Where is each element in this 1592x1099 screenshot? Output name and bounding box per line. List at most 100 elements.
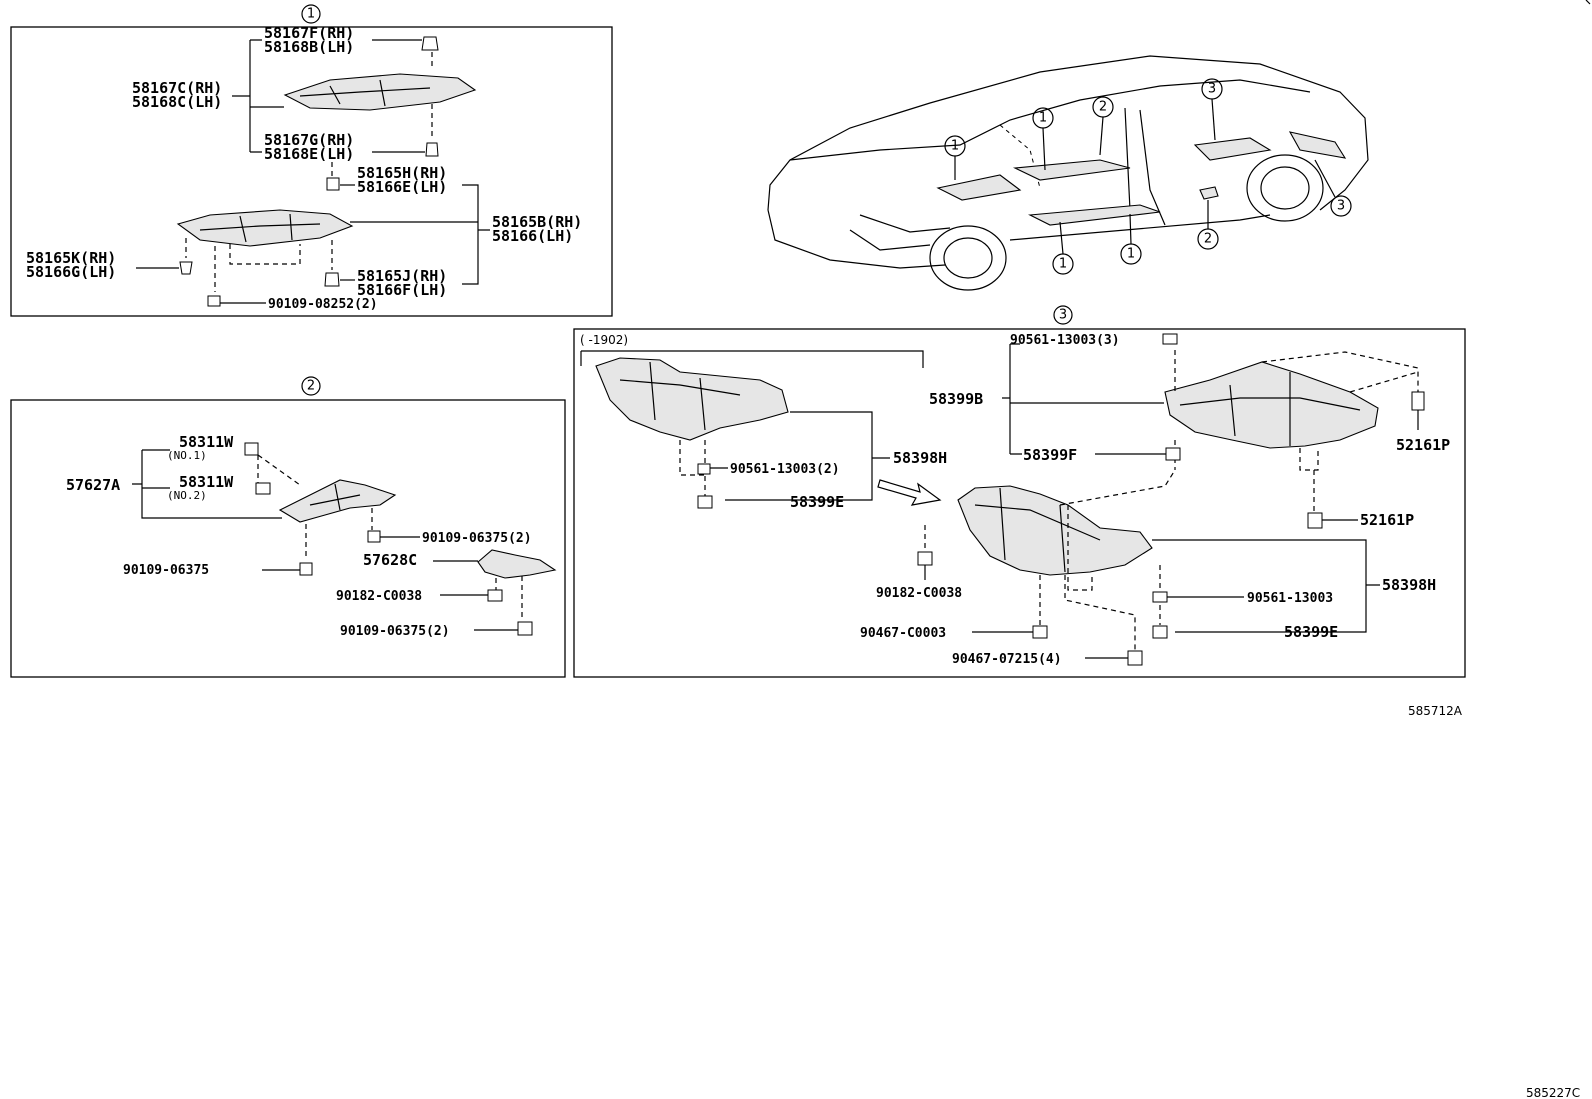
label-58166G: 58166G(LH)	[26, 263, 116, 281]
bolt-90109-06375-2b	[517, 621, 533, 636]
bracket-58399B	[1002, 343, 1164, 455]
nut-90561-13003-3	[1162, 333, 1178, 345]
label-58311W-1: 58311W	[179, 433, 234, 451]
label-90561-13003-3: 90561-13003(3)	[1010, 333, 1120, 348]
label-90182-C0038-p3: 90182-C0038	[876, 586, 962, 601]
front-wheel	[929, 225, 1007, 291]
label-58311W-2: 58311W	[179, 473, 234, 491]
bracket-57627A	[132, 449, 282, 519]
panel-1-marker-label: 1	[307, 7, 315, 22]
label-58399E-a: 58399E	[790, 493, 844, 511]
figure-id: 585712A	[1408, 704, 1463, 718]
label-90561-13003: 90561-13003	[1247, 591, 1333, 606]
label-58168E: 58168E(LH)	[264, 145, 354, 163]
label-58165H: 58165H(RH)	[357, 164, 447, 182]
clip-58167G	[425, 142, 439, 157]
cover-58165B	[176, 209, 354, 247]
label-58167F: 58167F(RH)	[264, 24, 354, 42]
bracket-58398H-a	[725, 411, 890, 501]
clip-58311W-1	[244, 442, 259, 456]
clip-90467-07215	[1127, 650, 1143, 666]
nut-90182-C0038-p3	[917, 551, 933, 566]
cover-58399B	[1164, 361, 1379, 449]
label-58398H-b: 58398H	[1382, 576, 1436, 594]
nut-58399F	[1165, 447, 1181, 461]
guard-57628C	[477, 549, 557, 579]
panel-1-frame	[10, 26, 613, 317]
label-58168B: 58168B(LH)	[264, 38, 354, 56]
panel-2-frame	[10, 399, 566, 678]
label-90109-08252: 90109-08252(2)	[268, 297, 378, 312]
cover-58398H-early	[595, 357, 789, 441]
svg-text:1: 1	[1127, 247, 1135, 262]
corner-code: 585227C	[1526, 1086, 1580, 1099]
nut-58399E-b	[1152, 625, 1168, 639]
label-90182-C0038: 90182-C0038	[336, 589, 422, 604]
clip-52161P-a	[1411, 391, 1425, 411]
label-90109-06375-2b: 90109-06375(2)	[340, 624, 450, 639]
label-58166E: 58166E(LH)	[357, 178, 447, 196]
label-58399E-b: 58399E	[1284, 623, 1338, 641]
bracket-58165B	[350, 184, 490, 285]
label-58399B: 58399B	[929, 390, 983, 408]
nut-90561-13003-2	[697, 463, 711, 475]
svg-text:2: 2	[307, 379, 315, 394]
direction-arrow	[877, 479, 942, 506]
label-90109-06375-2a: 90109-06375(2)	[422, 531, 532, 546]
cover-58167C	[283, 73, 477, 111]
label-90109-06375: 90109-06375	[123, 563, 209, 578]
label-57628C: 57628C	[363, 551, 417, 569]
clip-90467-C0003	[1032, 625, 1048, 639]
label-no1: (NO.1)	[167, 449, 207, 462]
bracket-58398H-b	[1152, 539, 1380, 633]
nut-58399E-a	[697, 495, 713, 509]
svg-text:3: 3	[1337, 199, 1345, 214]
label-90561-13003-2: 90561-13003(2)	[730, 462, 840, 477]
bracket-1902	[580, 350, 924, 368]
svg-text:2: 2	[1204, 232, 1212, 247]
svg-text:1: 1	[1039, 111, 1047, 126]
clip-58167F	[421, 36, 439, 51]
label-bracket-1902: ( -1902)	[580, 333, 628, 347]
clip-58165H	[326, 177, 340, 191]
nut-90561-13003	[1152, 591, 1168, 603]
svg-text:1: 1	[1059, 257, 1067, 272]
label-58165J: 58165J(RH)	[357, 267, 447, 285]
clip-52161P-b	[1307, 512, 1323, 529]
panel-2-marker	[301, 376, 321, 396]
bolt-90109-08252	[207, 295, 221, 307]
label-52161P-b: 52161P	[1360, 511, 1414, 529]
svg-text:3: 3	[1208, 82, 1216, 97]
label-57627A: 57627A	[66, 476, 120, 494]
label-58398H-a: 58398H	[893, 449, 947, 467]
label-58167G: 58167G(RH)	[264, 131, 354, 149]
leader-clips-top	[372, 39, 425, 153]
label-58399F: 58399F	[1023, 446, 1077, 464]
label-58166: 58166(LH)	[492, 227, 573, 245]
panel-1-marker	[301, 4, 321, 24]
svg-text:2: 2	[1099, 100, 1107, 115]
svg-text:3: 3	[1059, 308, 1067, 323]
cover-58398H-late	[957, 485, 1153, 576]
nut-90182-C0038	[487, 589, 503, 602]
label-58165K: 58165K(RH)	[26, 249, 116, 267]
car-overview: 1 1 2 3 3 1 1 2	[767, 55, 1369, 291]
clip-58311W-2	[255, 482, 271, 495]
panel-2: 2 57627A 58311W (NO.1) 58311W (NO.2) 901…	[10, 376, 566, 678]
svg-text:1: 1	[951, 139, 959, 154]
clip-58165K	[179, 261, 193, 275]
label-no2: (NO.2)	[167, 489, 207, 502]
label-90467-07215: 90467-07215(4)	[952, 652, 1062, 667]
guard-57627A	[278, 479, 397, 523]
panel-3-marker	[1053, 305, 1073, 325]
label-58168C: 58168C(LH)	[132, 93, 222, 111]
label-58167C: 58167C(RH)	[132, 79, 222, 97]
bolt-90109-06375	[299, 562, 313, 576]
bolt-90109-06375-2a	[367, 530, 381, 543]
label-58165B: 58165B(RH)	[492, 213, 582, 231]
label-90467-C0003: 90467-C0003	[860, 626, 946, 641]
panel-1: 1 58167F(RH) 58168B(LH) 58167C(RH) 58168…	[10, 4, 613, 317]
rear-wheel	[1246, 154, 1324, 222]
label-58166F: 58166F(LH)	[357, 281, 447, 299]
